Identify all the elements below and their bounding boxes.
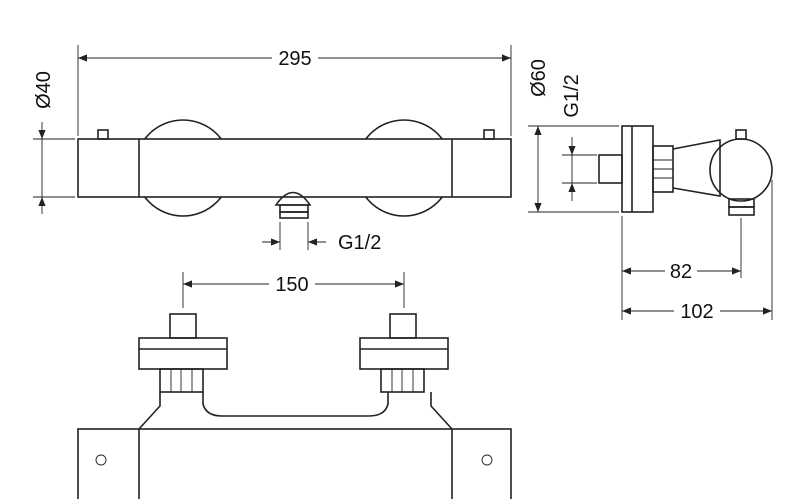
- label-side-thread: G1/2: [561, 74, 583, 117]
- dimension-inlet-spacing: 150: [182, 272, 405, 308]
- dimension-depth-total: 102: [622, 180, 773, 323]
- dimension-depth-outlet: 82: [621, 216, 742, 320]
- label-102: 102: [680, 301, 713, 323]
- dimension-side-thread: G1/2: [561, 74, 597, 201]
- side-view: [598, 125, 773, 216]
- label-diameter-40: Ø40: [33, 71, 55, 109]
- dimension-outlet-thread: G1/2: [262, 222, 381, 254]
- dimension-overall-length: 295: [77, 45, 512, 136]
- label-outlet-thread: G1/2: [338, 232, 381, 254]
- label-150: 150: [275, 274, 308, 296]
- top-view: [77, 313, 512, 499]
- dimension-body-diameter: Ø40: [33, 71, 75, 214]
- front-view: [77, 119, 512, 219]
- dimension-rosette-diameter: Ø60: [528, 59, 619, 213]
- label-diameter-60: Ø60: [528, 59, 550, 97]
- label-82: 82: [670, 261, 692, 283]
- label-295: 295: [278, 48, 311, 70]
